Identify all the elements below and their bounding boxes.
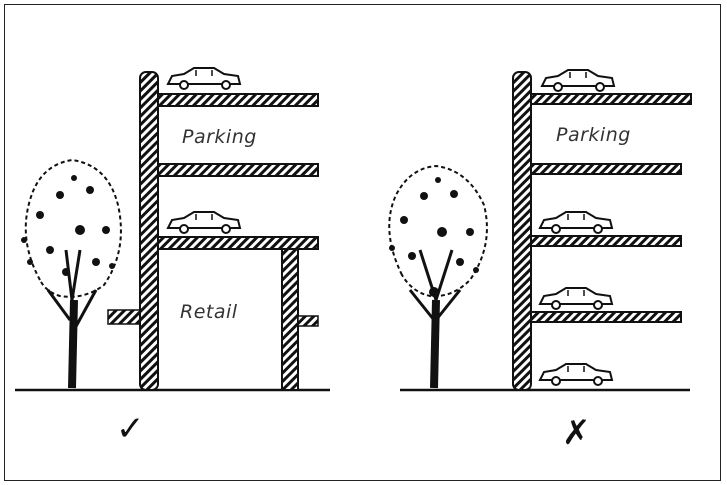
right-roof-slab — [531, 94, 691, 104]
rejected-x-mark: ✗ — [562, 413, 591, 453]
left-car-middle — [168, 212, 240, 233]
approved-check-mark: ✓ — [116, 409, 145, 449]
left-retail-column — [282, 248, 298, 390]
right-slab-4 — [531, 312, 681, 322]
left-roof-slab — [158, 94, 318, 106]
left-scene: Parking Retail ✓ — [15, 68, 330, 449]
right-scene: Parking ✗ — [389, 70, 691, 453]
right-car-4 — [540, 364, 612, 385]
left-car-top — [168, 68, 240, 89]
right-main-column — [513, 72, 531, 390]
left-slab-stub — [298, 316, 318, 326]
right-slab-3 — [531, 236, 681, 246]
left-retail-label: Retail — [180, 301, 238, 323]
right-tree — [389, 166, 487, 388]
right-parking-label: Parking — [556, 124, 631, 146]
right-car-1 — [542, 70, 614, 91]
left-parking-label: Parking — [182, 126, 257, 148]
left-parking-slab — [158, 164, 318, 176]
left-tree — [21, 160, 121, 388]
right-car-2 — [540, 212, 612, 233]
left-awning — [108, 310, 142, 324]
right-car-3 — [540, 288, 612, 309]
left-main-column — [140, 72, 158, 390]
right-slab-2 — [531, 164, 681, 174]
left-retail-ceiling-slab — [158, 237, 318, 249]
